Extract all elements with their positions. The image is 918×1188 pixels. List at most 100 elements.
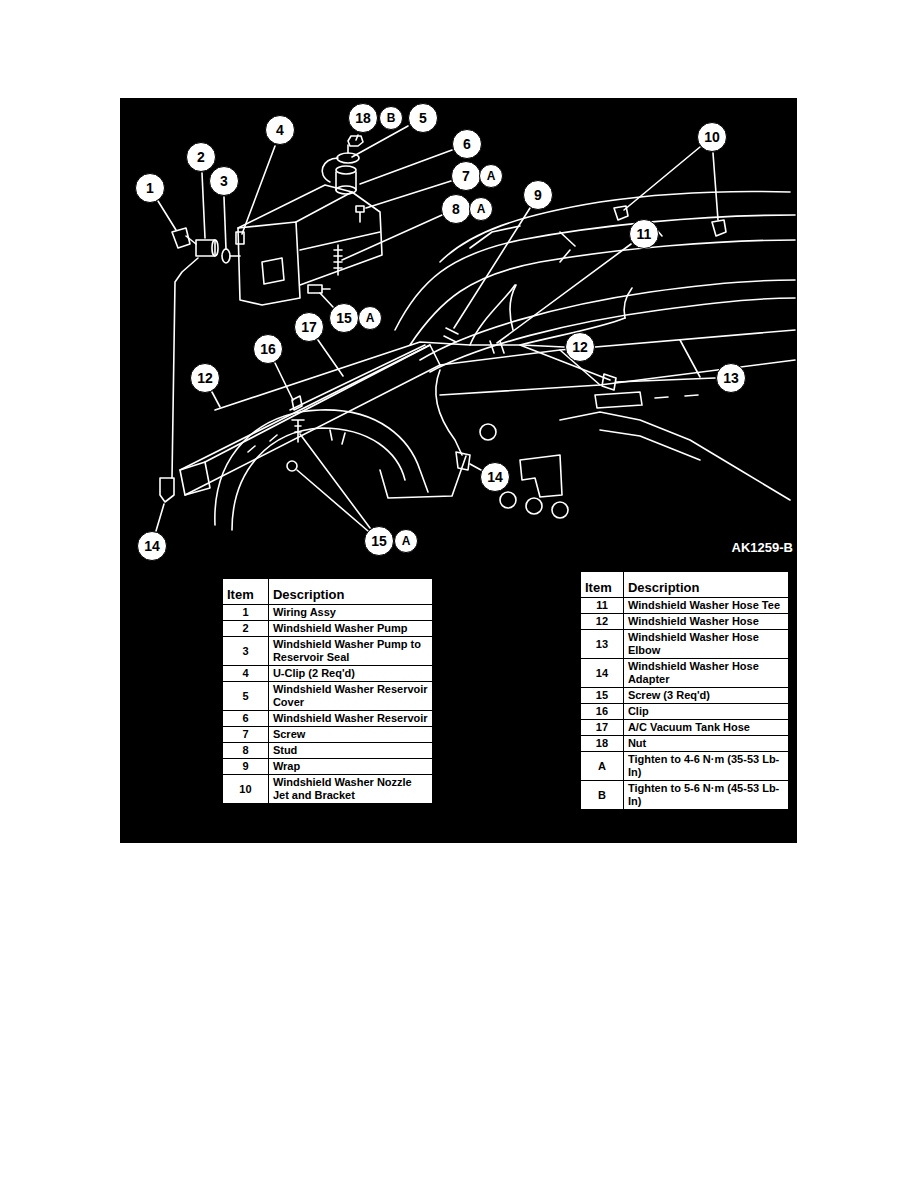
table-row: 12Windshield Washer Hose xyxy=(581,614,789,630)
line-art xyxy=(156,126,795,531)
table-cell: 11 xyxy=(581,598,624,614)
table-cell: Windshield Washer Hose Elbow xyxy=(623,630,788,659)
parts-table-grid: ItemDescription1Wiring Assy2Windshield W… xyxy=(222,578,433,804)
callout-number: 3 xyxy=(209,166,239,196)
callout-text: 3 xyxy=(220,174,228,188)
callout-number: 1 xyxy=(135,173,165,203)
table-row: 2Windshield Washer Pump xyxy=(223,621,433,637)
table-cell: 16 xyxy=(581,704,624,720)
table-cell: Windshield Washer Reservoir xyxy=(268,711,432,727)
table-cell: Windshield Washer Reservoir Cover xyxy=(268,682,432,711)
callout-number: 14 xyxy=(137,531,167,561)
callout-text: 6 xyxy=(463,137,471,151)
callout-text: 17 xyxy=(301,320,317,334)
table-cell: Windshield Washer Nozzle Jet and Bracket xyxy=(268,775,432,804)
parts-table-grid: ItemDescription11Windshield Washer Hose … xyxy=(580,571,789,810)
table-cell: Screw xyxy=(268,727,432,743)
table-cell: U-Clip (2 Req'd) xyxy=(268,666,432,682)
callout-number: 17 xyxy=(294,312,324,342)
callout-number: 8 xyxy=(441,194,471,224)
callout-text: 11 xyxy=(637,227,652,241)
background-panel xyxy=(120,98,797,843)
table-cell: Description xyxy=(268,579,432,605)
callout-number: 10 xyxy=(697,122,727,152)
callout-number: 15 xyxy=(364,526,394,556)
callout-number: 5 xyxy=(408,103,438,133)
table-row: 9Wrap xyxy=(223,759,433,775)
table-row: ItemDescription xyxy=(581,572,789,598)
callout-text: 1 xyxy=(146,181,154,195)
table-cell: Windshield Washer Pump to Reservoir Seal xyxy=(268,637,432,666)
callout-text: A xyxy=(477,203,486,215)
torque-letter: A xyxy=(394,529,418,553)
table-row: 10Windshield Washer Nozzle Jet and Brack… xyxy=(223,775,433,804)
table-cell: A xyxy=(581,752,624,781)
table-cell: 14 xyxy=(581,659,624,688)
table-cell: Wrap xyxy=(268,759,432,775)
table-cell: 13 xyxy=(581,630,624,659)
callout-number: 2 xyxy=(186,142,216,172)
callout-text: 7 xyxy=(462,169,470,183)
table-cell: 9 xyxy=(223,759,269,775)
callout-text: 15 xyxy=(371,534,387,548)
table-cell: 6 xyxy=(223,711,269,727)
torque-letter: A xyxy=(358,306,382,330)
callout-number: 9 xyxy=(523,180,553,210)
table-cell: Windshield Washer Hose xyxy=(623,614,788,630)
table-row: 16Clip xyxy=(581,704,789,720)
table-cell: 18 xyxy=(581,736,624,752)
table-cell: Wiring Assy xyxy=(268,605,432,621)
table-row: 4U-Clip (2 Req'd) xyxy=(223,666,433,682)
callout-number: 18 xyxy=(348,103,378,133)
callout-text: A xyxy=(402,535,411,547)
callout-number: 14 xyxy=(480,462,510,492)
callout-number: 13 xyxy=(716,363,746,393)
table-cell: Nut xyxy=(623,736,788,752)
callout-number: 12 xyxy=(190,363,220,393)
table-cell: Windshield Washer Hose Tee xyxy=(623,598,788,614)
callout-text: 12 xyxy=(197,371,213,385)
callout-number: 12 xyxy=(565,332,595,362)
table-row: 5Windshield Washer Reservoir Cover xyxy=(223,682,433,711)
callout-text: 12 xyxy=(572,340,588,354)
callout-number: 16 xyxy=(253,334,283,364)
table-row: 11Windshield Washer Hose Tee xyxy=(581,598,789,614)
callout-number: 7 xyxy=(451,161,481,191)
table-cell: Tighten to 5-6 N·m (45-53 Lb-In) xyxy=(623,781,788,810)
table-cell: Item xyxy=(223,579,269,605)
callout-text: A xyxy=(487,170,496,182)
callout-number: 6 xyxy=(452,129,482,159)
callout-text: A xyxy=(366,312,375,324)
table-cell: Screw (3 Req'd) xyxy=(623,688,788,704)
callout-text: 18 xyxy=(355,111,371,125)
callout-text: 15 xyxy=(336,311,352,325)
callout-text: 16 xyxy=(260,342,276,356)
table-cell: 5 xyxy=(223,682,269,711)
table-row: ItemDescription xyxy=(223,579,433,605)
parts-table: ItemDescription11Windshield Washer Hose … xyxy=(580,571,789,810)
table-cell: 2 xyxy=(223,621,269,637)
table-row: 8Stud xyxy=(223,743,433,759)
table-row: 17A/C Vacuum Tank Hose xyxy=(581,720,789,736)
table-row: 3Windshield Washer Pump to Reservoir Sea… xyxy=(223,637,433,666)
table-row: 14Windshield Washer Hose Adapter xyxy=(581,659,789,688)
callout-text: 14 xyxy=(144,539,160,553)
torque-letter: B xyxy=(379,106,403,130)
callout-number: 11 xyxy=(629,219,659,249)
table-row: 7Screw xyxy=(223,727,433,743)
table-row: 15Screw (3 Req'd) xyxy=(581,688,789,704)
table-cell: 1 xyxy=(223,605,269,621)
callout-text: 14 xyxy=(487,470,503,484)
table-cell: 3 xyxy=(223,637,269,666)
callout-number: 4 xyxy=(265,115,295,145)
table-cell: Windshield Washer Pump xyxy=(268,621,432,637)
table-cell: 15 xyxy=(581,688,624,704)
table-row: ATighten to 4-6 N·m (35-53 Lb-In) xyxy=(581,752,789,781)
callout-text: B xyxy=(387,112,396,124)
table-cell: Clip xyxy=(623,704,788,720)
table-row: 18Nut xyxy=(581,736,789,752)
callout-text: 10 xyxy=(704,130,720,144)
callout-text: 13 xyxy=(723,371,739,385)
figure-code: AK1259-B xyxy=(732,540,793,555)
table-cell: 10 xyxy=(223,775,269,804)
